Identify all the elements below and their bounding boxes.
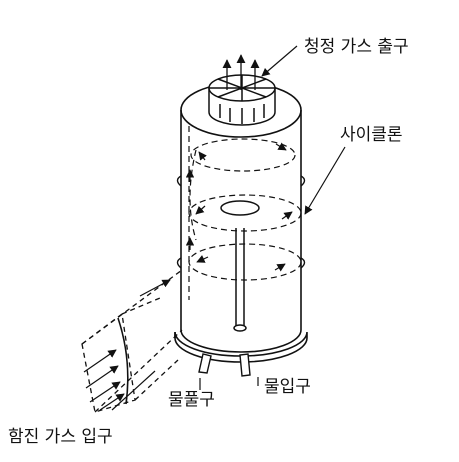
inlet-flow-arrows <box>83 279 171 411</box>
bottom-nozzles <box>198 353 251 377</box>
outlet-hub <box>208 74 276 126</box>
spray-pipe <box>220 200 260 332</box>
water-inlet-label: 물입구 <box>264 377 311 397</box>
inlet-duct <box>81 269 183 413</box>
wall-tabs <box>176 175 306 269</box>
cyclone-label: 사이클론 <box>340 125 403 145</box>
dust-gas-inlet-label: 함진 가스 입구 <box>8 427 113 447</box>
cylinder-bottom-front <box>180 329 302 353</box>
vortex-arrows <box>185 142 293 272</box>
clean-gas-outlet-label: 청정 가스 출구 <box>304 37 409 57</box>
vortex-swirl <box>188 126 302 300</box>
outlet-flow-arrows <box>222 54 260 90</box>
drain-port-label: 물풀구 <box>168 390 215 410</box>
leader-lines <box>111 45 346 411</box>
